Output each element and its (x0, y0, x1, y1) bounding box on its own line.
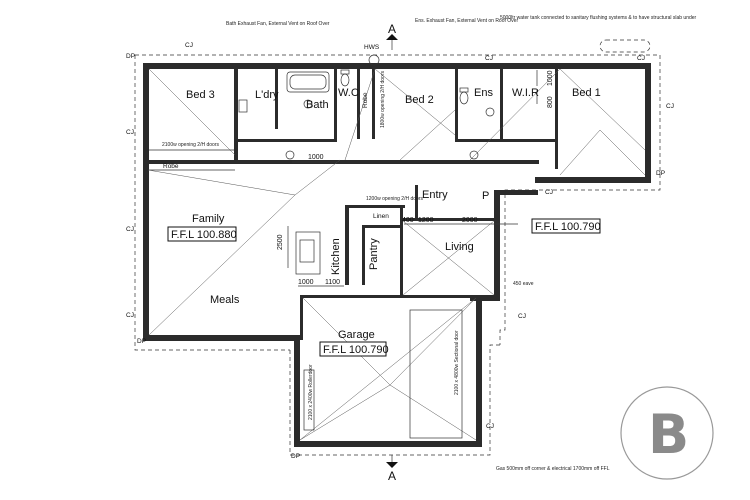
garage-side-door (303, 369, 315, 431)
ens-exhaust-note: Ens. Exhaust Fan, External Vent on Roof … (415, 18, 518, 24)
dim-1200-label: 1200 (418, 217, 434, 224)
toilet-ens (459, 87, 469, 105)
section-marker-bottom (386, 455, 398, 468)
room-bed3-label: Bed 3 (186, 89, 215, 101)
garage-ps-note: 2100 x 2400w Rollerdoor (308, 364, 314, 420)
hws-unit (368, 54, 380, 66)
roof-outline (134, 54, 661, 456)
cj-label: CJ (126, 129, 134, 136)
entry-ffl-box (531, 218, 601, 234)
dp-label: DP (291, 453, 300, 460)
eave-note: 450 eave (513, 281, 534, 287)
room-linen-label: Linen (373, 213, 389, 220)
room-meals-label: Meals (210, 294, 240, 306)
cj-label: CJ (545, 189, 553, 196)
dim-2500-label: 2500 (277, 234, 284, 250)
toilet-wc (340, 69, 350, 87)
robe-bed3-label: Robe (163, 163, 179, 170)
room-entry-label: Entry (422, 189, 448, 201)
room-porch-label: P (482, 190, 489, 202)
room-bed1-label: Bed 1 (572, 87, 601, 99)
cj-label: CJ (666, 103, 674, 110)
family-ffl-box (167, 226, 237, 242)
opening-1200-note: 1200w opening 2/H doors (366, 196, 423, 202)
dim-800-label: 800 (547, 96, 554, 108)
dim-2000-label: 2000 (462, 217, 478, 224)
cj-label: CJ (485, 55, 493, 62)
room-living-label: Living (445, 241, 474, 253)
family-ffl-label: F.F.L 100.880 (171, 229, 237, 241)
garage-door-opening (409, 309, 463, 439)
hws-label: HWS (364, 44, 380, 51)
bath-exhaust-note: Bath Exhaust Fan, External Vent on Roof … (226, 21, 330, 27)
room-ens-label: Ens (474, 87, 493, 99)
dim-1000-label: 1000 (308, 154, 324, 161)
room-garage-label: Garage (338, 329, 375, 341)
room-laundry-label: L'dry (255, 89, 279, 101)
external-walls (143, 63, 651, 447)
section-a-bottom-label: A (388, 469, 396, 483)
room-bed2-label: Bed 2 (405, 94, 434, 106)
garage-door-note: 2100 x 4800w Sectional door (454, 330, 460, 395)
logo-letter: B (648, 403, 689, 466)
dim-1100-label: 1100 (325, 279, 340, 286)
water-tank-note: 5000ltr water tank connected to sanitary… (500, 15, 697, 21)
room-wc-label: W.C (338, 87, 359, 99)
exhaust-fan-icon (469, 150, 479, 160)
exhaust-fan-icon (285, 150, 295, 160)
room-family-label: Family (192, 213, 225, 225)
dim-1000b-label: 1000 (298, 279, 314, 286)
internal-walls (149, 69, 558, 340)
gas-note: Gas 500mm off corner & electrical 1700mm… (496, 466, 610, 472)
dp-label: DP (656, 170, 665, 177)
garage-ffl-label: F.F.L 100.790 (323, 344, 389, 356)
kitchen-island (295, 231, 321, 275)
opening-1800-note: 1800w opening 2/H doors (380, 71, 386, 128)
cj-label: CJ (518, 313, 526, 320)
exhaust-fan-icon (485, 107, 495, 117)
entry-ffl-label: F.F.L 100.790 (535, 221, 601, 233)
room-wir-label: W.I.R (512, 87, 539, 99)
opening-2100-note: 2100w opening 2/H doors (162, 142, 219, 148)
section-marker-top (386, 34, 398, 50)
water-tank (599, 39, 651, 53)
cj-label: CJ (126, 226, 134, 233)
cj-label: CJ (126, 312, 134, 319)
dp-label: DP (137, 338, 146, 345)
laundry-trough (238, 99, 248, 113)
dimension-lines (287, 70, 538, 287)
room-kitchen-label: Kitchen (330, 238, 342, 275)
dim-400-label: 400 (402, 217, 414, 224)
cj-label: CJ (185, 42, 193, 49)
room-pantry-label: Pantry (368, 238, 380, 270)
bath-tub (286, 71, 330, 93)
garage-ffl-box (319, 341, 387, 357)
cj-label: CJ (486, 423, 494, 430)
brand-logo: B (620, 386, 714, 480)
dp-label: DP (126, 53, 135, 60)
robe-bed2-label: Robe (362, 92, 369, 108)
cj-label: CJ (637, 55, 645, 62)
dim-1000-bed1-label: 1000 (547, 70, 554, 86)
section-a-top-label: A (388, 22, 396, 36)
roof-hip-lines (147, 68, 646, 441)
exhaust-fan-icon (303, 99, 313, 109)
room-bath-label: Bath (306, 99, 329, 111)
